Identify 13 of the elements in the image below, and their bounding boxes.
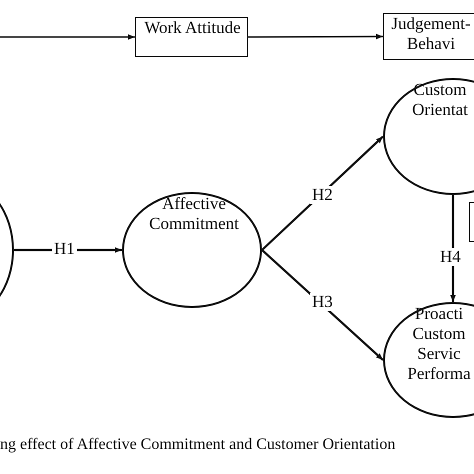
arrow <box>248 34 383 40</box>
edge-label: H2 <box>310 186 335 204</box>
process-box <box>135 17 248 57</box>
node-label: Work Attitude <box>143 18 242 38</box>
edge-label: H4 <box>438 248 463 266</box>
process-box <box>383 13 474 60</box>
arrow <box>0 34 135 40</box>
node-label: Proacti Custom Servic Performa <box>406 304 472 384</box>
node-label: Custom Orientat <box>411 80 469 120</box>
edge-label: H3 <box>310 293 335 311</box>
node-label: Affective Commitment <box>148 194 240 234</box>
node-label: Judgement- Behavi <box>390 14 472 54</box>
figure-caption: ng effect of Affective Commitment and Customer Orientation <box>0 436 396 454</box>
